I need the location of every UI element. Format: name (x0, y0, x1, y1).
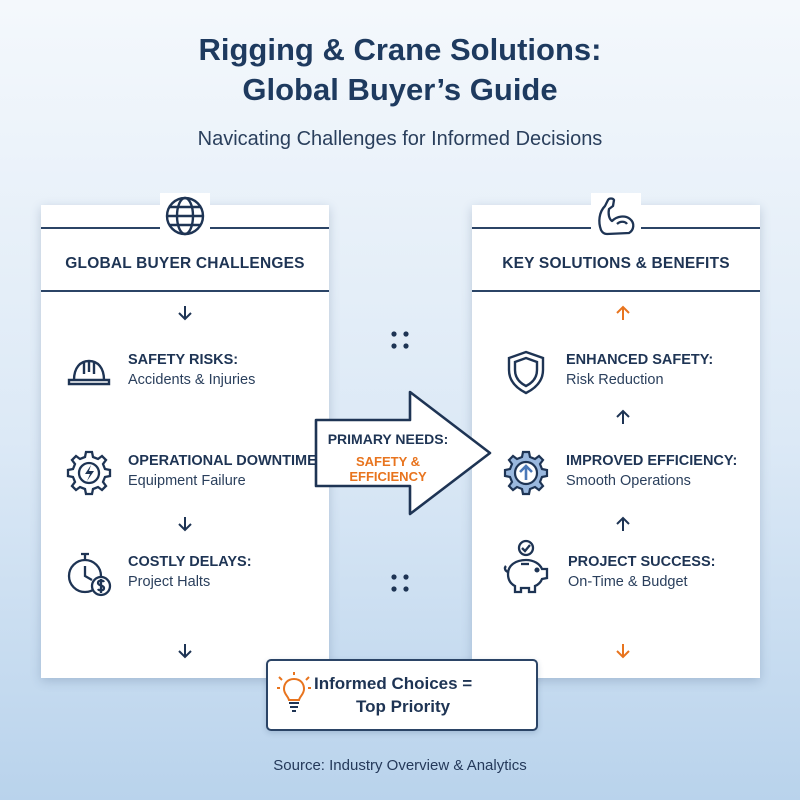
challenge-detail: Equipment Failure (128, 473, 246, 489)
title-line-1: Rigging & Crane Solutions: (198, 32, 602, 67)
up-arrow-icon (616, 305, 630, 320)
down-arrow-icon (616, 644, 630, 659)
challenge-title: SAFETY RISKS: (128, 352, 239, 368)
primary-needs-label: PRIMARY NEEDS: (327, 431, 449, 447)
challenge-item: OPERATIONAL DOWNTIME: Equipment Failure (41, 449, 329, 499)
challenges-heading: GLOBAL BUYER CHALLENGES (65, 255, 305, 272)
primary-needs-arrow (314, 390, 492, 516)
solution-item: IMPROVED EFFICIENCY: Smooth Operations (472, 449, 760, 499)
dots-icon (391, 331, 409, 349)
solution-detail: On-Time & Budget (568, 574, 688, 590)
solution-detail: Risk Reduction (566, 372, 664, 388)
solution-item: PROJECT SUCCESS: On-Time & Budget (472, 539, 760, 600)
gear-up-arrow-icon (503, 450, 549, 496)
challenge-item: SAFETY RISKS: Accidents & Injuries (41, 348, 329, 398)
stopwatch-dollar-icon (67, 552, 112, 597)
piggy-bank-check-icon (503, 539, 549, 594)
solution-title: IMPROVED EFFICIENCY: (566, 453, 738, 469)
solution-title: PROJECT SUCCESS: (568, 554, 716, 570)
flexed-arm-icon (591, 193, 641, 239)
down-arrow-icon (178, 517, 192, 532)
challenges-panel: GLOBAL BUYER CHALLENGES SAFETY RISKS: Ac… (41, 193, 329, 678)
globe-icon (160, 193, 210, 239)
source-note: Source: Industry Overview & Analytics (273, 757, 527, 774)
page-subtitle: Navicating Challenges for Informed Decis… (197, 128, 603, 150)
callout-line-2: Top Priority (356, 697, 451, 716)
panel-heading-rule (41, 290, 329, 292)
gear-lightning-icon (66, 450, 112, 496)
challenge-detail: Accidents & Injuries (128, 372, 256, 388)
solution-detail: Smooth Operations (566, 473, 691, 489)
down-arrow-icon (178, 644, 192, 659)
solutions-panel: KEY SOLUTIONS & BENEFITS ENHANCED SAFETY… (472, 193, 760, 678)
challenge-item: COSTLY DELAYS: Project Halts (41, 550, 329, 600)
solution-title: ENHANCED SAFETY: (566, 352, 714, 368)
challenge-detail: Project Halts (128, 574, 211, 590)
panel-heading-rule (472, 290, 760, 292)
up-arrow-icon (616, 516, 630, 531)
challenge-title: COSTLY DELAYS: (128, 554, 252, 570)
shield-icon (507, 350, 545, 395)
callout-line-1: Informed Choices = (314, 674, 473, 693)
up-arrow-icon (616, 409, 630, 424)
dots-icon (391, 574, 409, 592)
primary-needs-value: SAFETY & EFFICIENCY (349, 454, 427, 484)
down-arrow-icon (178, 306, 192, 321)
title-line-2: Global Buyer’s Guide (242, 72, 558, 107)
page-title: Rigging & Crane Solutions: Global Buyer’… (0, 30, 800, 110)
solution-item: ENHANCED SAFETY: Risk Reduction (472, 348, 760, 398)
lightbulb-icon (277, 672, 311, 712)
solutions-heading: KEY SOLUTIONS & BENEFITS (502, 255, 730, 272)
challenge-title: OPERATIONAL DOWNTIME: (128, 453, 322, 469)
informed-choices-callout: Informed Choices = Top Priority (266, 659, 538, 731)
hard-hat-icon (67, 359, 111, 386)
